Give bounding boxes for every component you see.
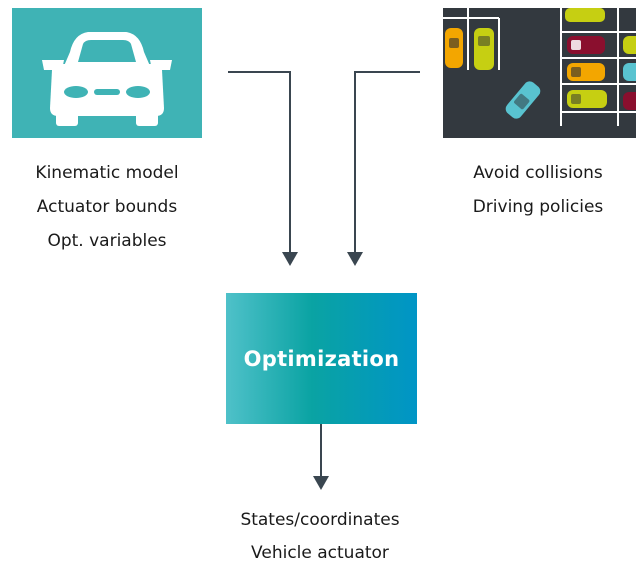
label-vehicle-actuator: Vehicle actuator xyxy=(251,543,389,563)
label-opt-variables: Opt. variables xyxy=(47,231,167,251)
arrowhead-left xyxy=(282,252,298,266)
arrowhead-right xyxy=(347,252,363,266)
label-driving-policies: Driving policies xyxy=(472,197,604,217)
parking-lot-image xyxy=(443,8,636,138)
label-actuator-bounds: Actuator bounds xyxy=(36,197,178,217)
label-avoid-collisions: Avoid collisions xyxy=(473,163,603,183)
vehicle-constraints-labels: Kinematic model Actuator bounds Opt. var… xyxy=(12,156,202,258)
car-front-icon xyxy=(42,32,172,126)
environment-constraints-labels: Avoid collisions Driving policies xyxy=(440,156,636,224)
arrow-left-to-optimization xyxy=(228,71,291,252)
arrow-right-to-optimization xyxy=(354,71,420,252)
car-image xyxy=(12,8,202,138)
optimization-block: Optimization xyxy=(226,293,417,424)
parking-lot-icon xyxy=(443,8,636,126)
label-states-coordinates: States/coordinates xyxy=(240,510,400,530)
arrowhead-bottom xyxy=(313,476,329,490)
optimization-label: Optimization xyxy=(243,346,400,371)
output-labels: States/coordinates Vehicle actuator xyxy=(200,504,440,570)
label-kinematic-model: Kinematic model xyxy=(35,163,179,183)
